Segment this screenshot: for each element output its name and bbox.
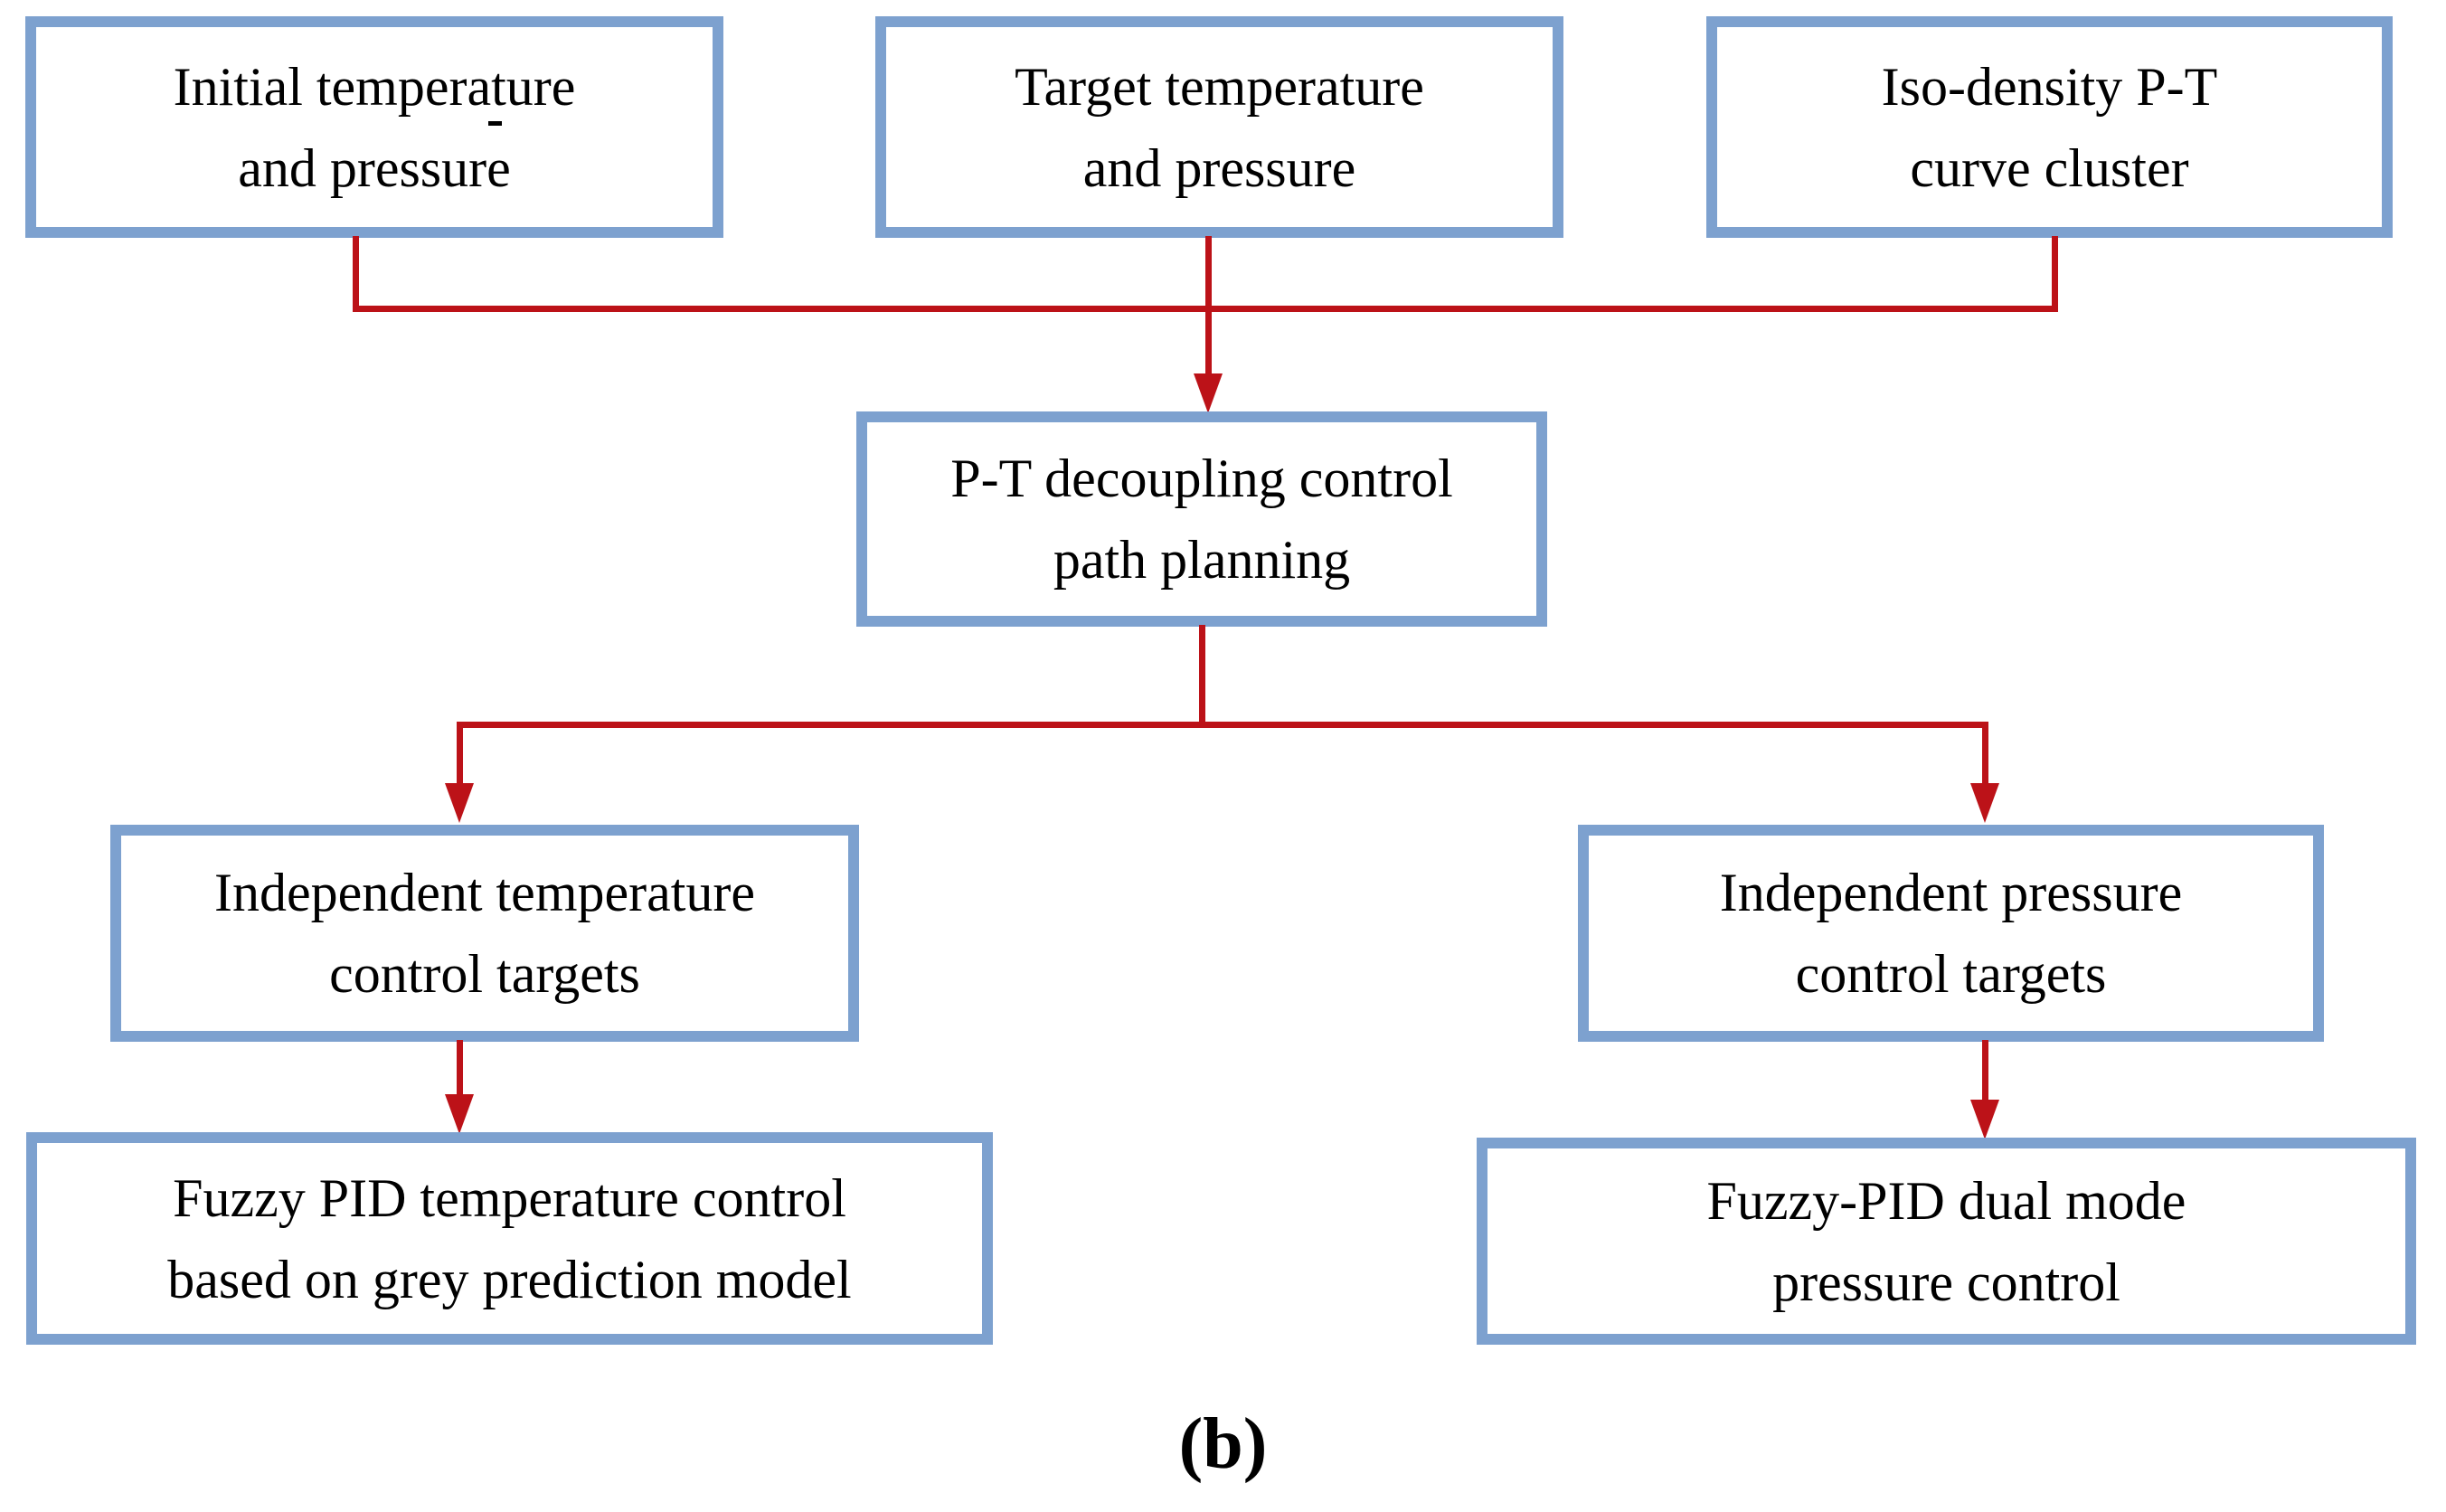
node-target-temperature-pressure: Target temperature and pressure [875, 16, 1563, 238]
arrowhead-into-indep-temp [445, 783, 474, 823]
connector-decoupling-drop [1199, 625, 1205, 728]
connector-press-targets-drop [1982, 1040, 1988, 1101]
node-fuzzy-pid-pressure-control: Fuzzy-PID dual mode pressure control [1477, 1138, 2416, 1345]
node-pt-decoupling-path-planning: P-T decoupling control path planning [856, 411, 1547, 627]
connector-left-branch-drop [457, 722, 463, 787]
node-fuzzy-pid-temperature-control: Fuzzy PID temperature control based on g… [26, 1132, 993, 1345]
connector-right-branch-drop [1982, 722, 1988, 787]
node-label: Initial temperature and pressure [173, 56, 576, 198]
connector-temp-targets-drop [457, 1040, 463, 1098]
node-label: Iso-density P-T curve cluster [1881, 56, 2218, 198]
node-label: Independent pressure control targets [1719, 863, 2183, 1004]
node-isodensity-pt-curve-cluster: Iso-density P-T curve cluster [1706, 16, 2393, 238]
node-label: Fuzzy PID temperature control based on g… [167, 1167, 852, 1309]
node-label: Fuzzy-PID dual mode pressure control [1706, 1170, 2186, 1312]
node-independent-temperature-targets: Independent temperature control targets [110, 825, 859, 1042]
arrowhead-into-indep-press [1970, 783, 1999, 823]
node-initial-temperature-pressure: Initial temperature and pressure [25, 16, 723, 238]
connector-target-drop [1205, 236, 1212, 377]
stray-underscore-mark [488, 121, 502, 126]
connector-isodensity-drop [2052, 236, 2058, 312]
node-label: Independent temperature control targets [213, 863, 756, 1004]
connector-initial-drop [353, 236, 359, 312]
figure-caption: (b) [1178, 1404, 1268, 1484]
node-label: Target temperature and pressure [1015, 56, 1424, 198]
arrowhead-into-decoupling [1194, 373, 1223, 413]
arrowhead-into-fuzzy-temp [445, 1094, 474, 1134]
node-independent-pressure-targets: Independent pressure control targets [1578, 825, 2324, 1042]
arrowhead-into-fuzzy-press [1970, 1100, 1999, 1139]
connector-split-horizontal [457, 722, 1988, 728]
node-label: P-T decoupling control path planning [950, 449, 1453, 590]
